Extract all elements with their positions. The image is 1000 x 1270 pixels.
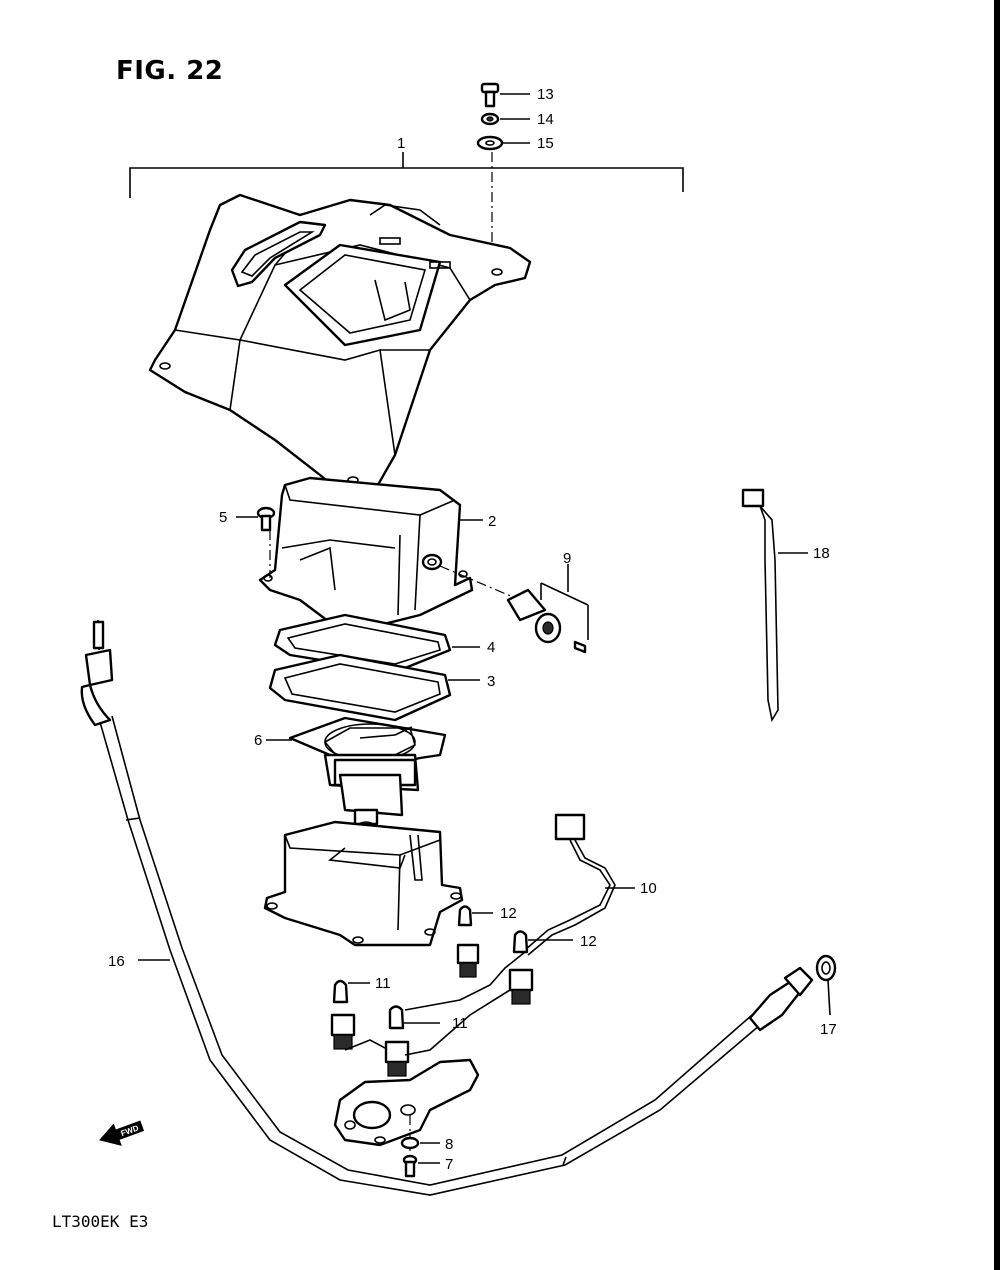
callout-7: 7 (445, 1156, 453, 1173)
screw-5-icon (256, 506, 276, 532)
reset-knob-part-9 (506, 564, 589, 654)
meter-cover-part-1 (148, 193, 532, 497)
callout-labels: 1 2 3 4 5 6 7 8 9 10 11 11 12 12 13 14 1… (108, 86, 837, 1173)
lower-case (263, 820, 464, 947)
upper-case-part-2 (258, 476, 474, 642)
washer-17-icon (815, 954, 837, 982)
bulb-11a-icon (332, 979, 349, 1004)
cable-tie-part-18 (741, 488, 779, 723)
callout-12a: 12 (500, 905, 517, 922)
callout-13: 13 (537, 86, 554, 103)
callout-8: 8 (445, 1136, 453, 1153)
figure-title: FIG. 22 (116, 56, 224, 86)
leader-lines (138, 93, 831, 1164)
socket-12b (508, 968, 534, 1005)
gasket-part-3 (268, 653, 452, 722)
socket-11a (330, 1013, 356, 1050)
gasket-part-4 (273, 613, 452, 674)
callout-11b: 11 (452, 1015, 468, 1032)
washer-15-icon (476, 135, 504, 151)
bracket-part-1 (129, 152, 684, 198)
bulb-12a-icon (457, 905, 473, 927)
callout-6: 6 (254, 732, 262, 749)
callout-10: 10 (640, 880, 657, 897)
callout-9: 9 (563, 550, 571, 567)
callout-4: 4 (487, 639, 495, 656)
callout-11a: 11 (375, 975, 391, 992)
callout-5: 5 (219, 509, 227, 526)
bulb-wires (344, 989, 511, 1056)
callout-16: 16 (108, 953, 125, 970)
socket-12a (456, 943, 480, 978)
wiring-harness-part-10 (404, 813, 616, 1011)
callout-17: 17 (820, 1021, 837, 1038)
page-edge-bar (994, 0, 1000, 1270)
bulb-12b-icon (512, 930, 529, 954)
lamp-bracket (333, 1058, 480, 1147)
callout-14: 14 (537, 111, 554, 128)
callout-18: 18 (813, 545, 830, 562)
speedometer-cable-part-16 (80, 619, 814, 1196)
bulb-11b-icon (388, 1005, 405, 1030)
callout-3: 3 (487, 673, 495, 690)
callout-2: 2 (488, 513, 496, 530)
washer-14-icon (480, 112, 500, 126)
model-code: LT300EK E3 (52, 1212, 149, 1231)
callout-15: 15 (537, 135, 554, 152)
meter-dial-part-6 (288, 716, 447, 831)
washer-8-icon (400, 1136, 420, 1150)
callout-12b: 12 (580, 933, 597, 950)
screw-13-icon (480, 82, 500, 108)
centerline-9 (439, 565, 521, 601)
callout-1: 1 (397, 135, 405, 152)
socket-11b (384, 1040, 410, 1077)
screw-7-icon (402, 1154, 418, 1178)
fwd-arrow-icon: FWD (99, 1120, 145, 1146)
